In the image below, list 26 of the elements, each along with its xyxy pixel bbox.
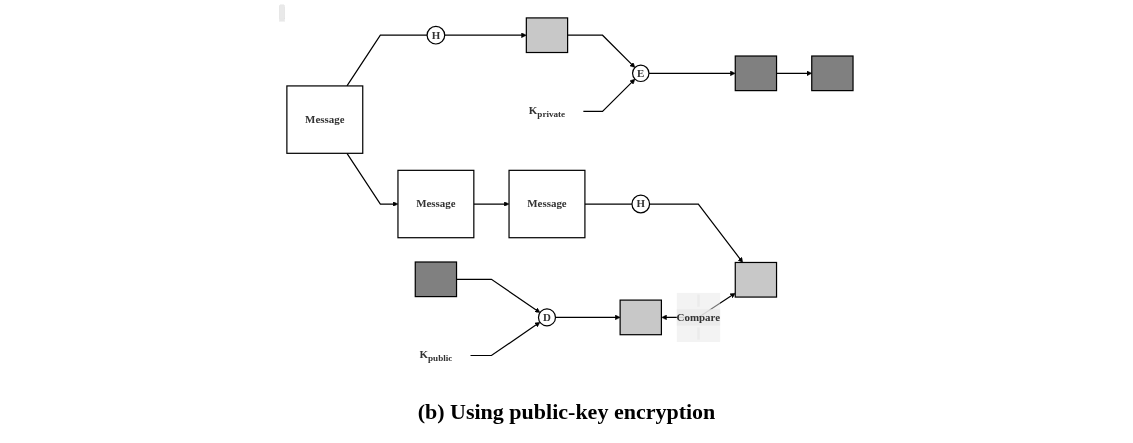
arrow bbox=[649, 203, 744, 263]
node-box bbox=[525, 17, 569, 54]
arrow bbox=[555, 314, 621, 321]
node-box: Message bbox=[286, 85, 364, 154]
arrow bbox=[582, 78, 636, 113]
node-box bbox=[414, 261, 458, 298]
node-circle: H bbox=[631, 194, 651, 214]
node-text: K$_{private}$ bbox=[529, 104, 566, 119]
node-circle: H bbox=[426, 25, 446, 45]
node-circle: D bbox=[538, 308, 557, 327]
node-box bbox=[619, 299, 663, 336]
node-box: Message bbox=[397, 169, 475, 239]
arrow bbox=[456, 278, 541, 313]
node-box bbox=[734, 261, 778, 298]
arrow bbox=[470, 321, 541, 357]
caption: (b) Using public-key encryption bbox=[417, 399, 716, 425]
connector bbox=[346, 34, 428, 87]
node-box: Message bbox=[508, 169, 586, 239]
edge-label: Compare bbox=[676, 311, 721, 324]
node-box bbox=[734, 55, 778, 92]
node-box bbox=[811, 55, 854, 92]
arrow bbox=[346, 152, 399, 207]
node-text: K$_{public}$ bbox=[419, 348, 453, 363]
node-circle: E bbox=[632, 64, 650, 83]
arrow bbox=[567, 34, 636, 68]
arrow bbox=[444, 32, 527, 38]
